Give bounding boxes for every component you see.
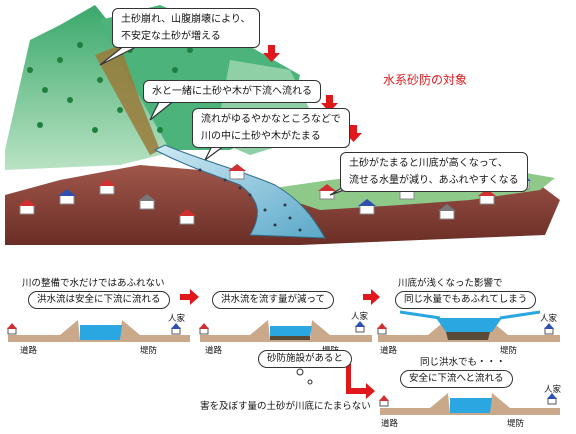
- callout-deposition-line-2: 川の中に土砂や木がたまる: [201, 131, 321, 142]
- cross-section-2: [199, 320, 372, 342]
- red-arrows: [263, 45, 362, 142]
- panel-3-levee-label: 堤防: [500, 346, 518, 356]
- cross-section-1: [7, 320, 190, 342]
- callout-deposition: 流れがゆるやかなところなどで 川の中に土砂や木がたまる: [192, 108, 350, 148]
- panel-4-heading: 同じ洪水でも・・・: [420, 357, 506, 368]
- panel-1-road-label: 道路: [20, 346, 38, 356]
- landslide-scar: [95, 45, 160, 155]
- panel-3-pill: 同じ水量でもあふれてしまう: [395, 291, 537, 309]
- panel-3-house-label: 人家: [540, 314, 558, 324]
- panel-2-house-label: 人家: [351, 312, 369, 322]
- callout-landslide-line-2: 不安定な土砂が増える: [121, 31, 221, 42]
- panel-3-road-label: 道路: [380, 346, 398, 356]
- callout-deposition-line-1: 流れがゆるやかなところなどで: [201, 114, 341, 125]
- panel-4-pill: 安全に下流へと流れる: [400, 370, 513, 388]
- callout-sediment-flow-text: 水と一緒に土砂や木が下流へ流れる: [152, 86, 312, 97]
- river-channel: [153, 144, 326, 239]
- panel-1-house-label: 人家: [168, 314, 186, 324]
- diagram-title: 水系砂防の対象: [380, 70, 471, 89]
- panel-1-pill: 洪水流は安全に下流に流れる: [28, 291, 170, 309]
- panel-1-heading: 川の整備で水だけではあふれない: [22, 278, 165, 289]
- callout-riverbed-rise: 土砂がたまると川底が高くなって、 流せる水量が減り、あふれやすくなる: [340, 152, 528, 192]
- cross-section-4: [379, 393, 560, 415]
- thought-bubble-dots: [296, 368, 313, 385]
- cross-section-3: [377, 310, 560, 342]
- panel-1-levee-label: 堤防: [140, 346, 158, 356]
- panel-3-heading: 川底が浅くなった影響で: [398, 278, 503, 289]
- panel-4-road-label: 道路: [381, 419, 399, 429]
- callout-sediment-flow: 水と一緒に土砂や木が下流へ流れる: [143, 80, 321, 103]
- callout-landslide-line-1: 土砂崩れ、山腹崩壊により、: [121, 14, 251, 25]
- panel-2-pill: 洪水流を流す量が減って: [212, 291, 335, 309]
- flow-arrows: [180, 289, 380, 399]
- callout-riverbed-rise-line-2: 流せる水量が減り、あふれやすくなる: [349, 175, 519, 186]
- sediment-dots: [198, 168, 302, 232]
- panel-4-house-label: 人家: [544, 385, 562, 395]
- callout-riverbed-rise-line-1: 土砂がたまると川底が高くなって、: [349, 158, 508, 169]
- callout-landslide: 土砂崩れ、山腹崩壊により、 不安定な土砂が増える: [112, 8, 260, 48]
- panel-2-road-label: 道路: [205, 346, 223, 356]
- panel-4-levee-label: 堤防: [507, 419, 525, 429]
- thought-bubble: 砂防施設があると: [258, 350, 353, 368]
- bottom-note: 害を及ぼす量の土砂が川底にたまらない: [200, 401, 371, 412]
